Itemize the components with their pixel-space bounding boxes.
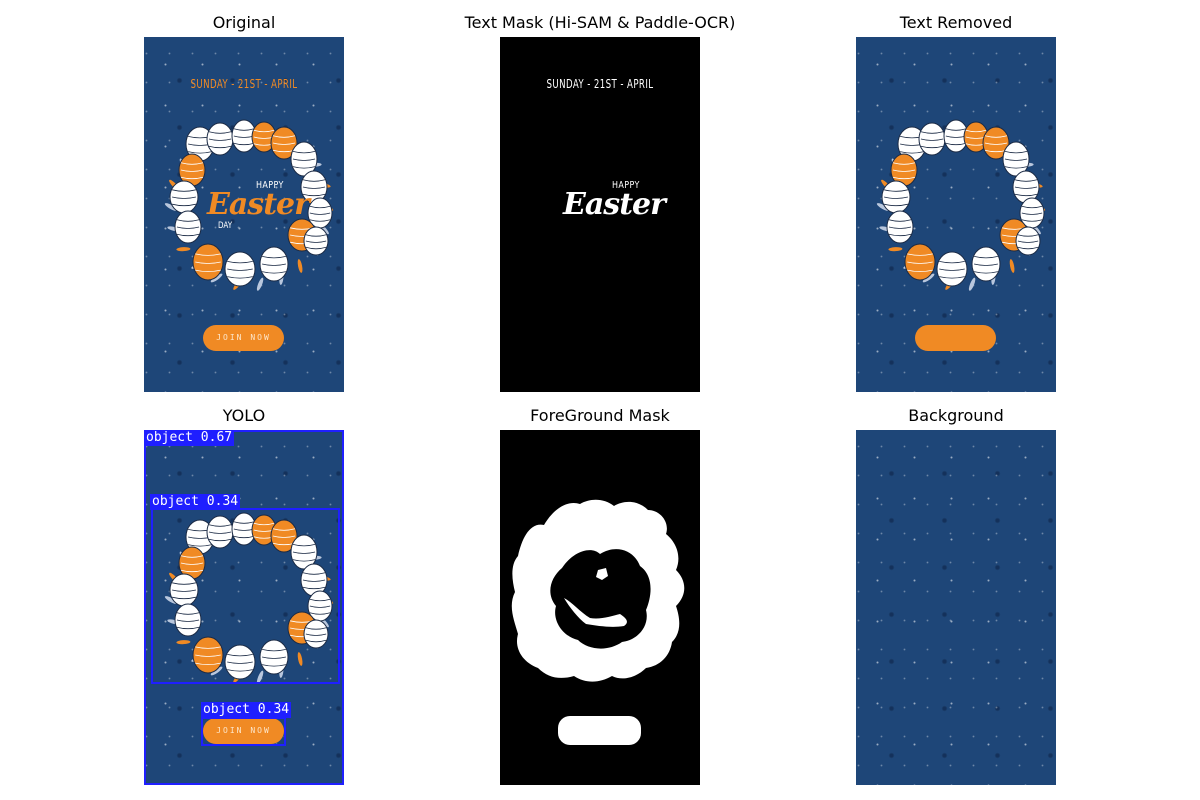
egg <box>881 180 911 214</box>
panel-original: Original SUNDAY - 21ST - APRIL HAPPY Eas… <box>144 13 344 392</box>
panel-title: ForeGround Mask <box>530 406 670 425</box>
egg <box>224 644 256 680</box>
happy-text: HAPPY <box>612 180 640 191</box>
egg <box>307 197 333 229</box>
leaf <box>176 247 191 252</box>
egg <box>169 573 199 607</box>
panel-text-removed: Text Removed <box>856 13 1056 392</box>
egg <box>943 119 969 153</box>
egg <box>259 639 289 675</box>
egg <box>206 122 234 156</box>
egg <box>303 226 329 256</box>
egg <box>1019 197 1045 229</box>
panel-foreground-mask: ForeGround Mask <box>500 406 700 785</box>
detection-box <box>201 717 286 746</box>
egg <box>303 619 329 649</box>
egg <box>192 243 224 281</box>
panel-text-mask: Text Mask (Hi-SAM & Paddle-OCR) SUNDAY -… <box>465 13 735 392</box>
panel-title: Original <box>212 13 276 32</box>
egg <box>886 210 914 244</box>
egg <box>936 251 968 287</box>
panel-background: Background <box>856 406 1056 785</box>
egg-wreath <box>876 119 1046 291</box>
date-text: SUNDAY - 21ST - APRIL <box>190 77 298 91</box>
egg-wreath <box>164 512 334 684</box>
panel-title: Text Mask (Hi-SAM & Paddle-OCR) <box>464 13 736 32</box>
egg <box>259 246 289 282</box>
text-mask-image: SUNDAY - 21ST - APRIL HAPPY Easter <box>500 37 700 392</box>
leaf <box>210 666 223 676</box>
join-now-button: JOIN NOW <box>203 325 284 351</box>
egg <box>224 251 256 287</box>
egg <box>174 210 202 244</box>
happy-text: HAPPY <box>256 180 284 191</box>
egg <box>270 126 298 160</box>
egg <box>971 246 1001 282</box>
background-image <box>856 430 1056 785</box>
egg <box>290 534 318 570</box>
leaf <box>968 277 976 291</box>
leaf <box>297 652 303 666</box>
foreground-mask-image <box>500 430 700 785</box>
egg <box>192 636 224 674</box>
leaf <box>922 273 935 283</box>
date-text: SUNDAY - 21ST - APRIL <box>546 77 654 91</box>
leaf <box>256 670 264 684</box>
texture <box>856 430 1056 785</box>
leaf <box>888 247 903 252</box>
egg <box>174 603 202 637</box>
text-removed-image <box>856 37 1056 392</box>
egg <box>1012 170 1040 204</box>
button-mask <box>558 716 641 745</box>
detection-label: object 0.34 <box>201 702 292 718</box>
egg <box>1015 226 1041 256</box>
panel-title: Background <box>908 406 1004 425</box>
day-text: DAY <box>218 221 233 231</box>
yolo-image: JOIN NOW object 0.67 object 0.34 object … <box>144 430 344 785</box>
detection-box <box>144 430 344 785</box>
panel-title: Text Removed <box>899 13 1013 32</box>
egg <box>918 122 946 156</box>
detection-label: object 0.34 <box>150 494 241 510</box>
panel-title: YOLO <box>222 406 266 425</box>
detection-box <box>151 508 340 684</box>
egg-wreath <box>164 119 334 291</box>
panel-yolo: YOLO JOIN NOW object 0.67 object 0.34 ob… <box>144 406 344 785</box>
egg <box>904 243 936 281</box>
easter-text: Easter <box>563 187 666 222</box>
detection-label: object 0.67 <box>144 430 235 446</box>
egg <box>178 546 206 580</box>
leaf <box>297 259 303 273</box>
leaf <box>256 277 264 291</box>
join-now-button: JOIN NOW <box>203 718 284 744</box>
foreground-blob <box>511 499 685 682</box>
join-now-button <box>915 325 996 351</box>
poster-image: SUNDAY - 21ST - APRIL HAPPY Easter DAY J… <box>144 37 344 392</box>
egg <box>169 180 199 214</box>
leaf <box>1009 259 1015 273</box>
egg <box>963 121 989 153</box>
leaf <box>176 640 191 645</box>
leaf <box>210 273 223 283</box>
egg <box>206 515 234 549</box>
egg <box>1002 141 1030 177</box>
easter-text: Easter <box>207 187 310 222</box>
